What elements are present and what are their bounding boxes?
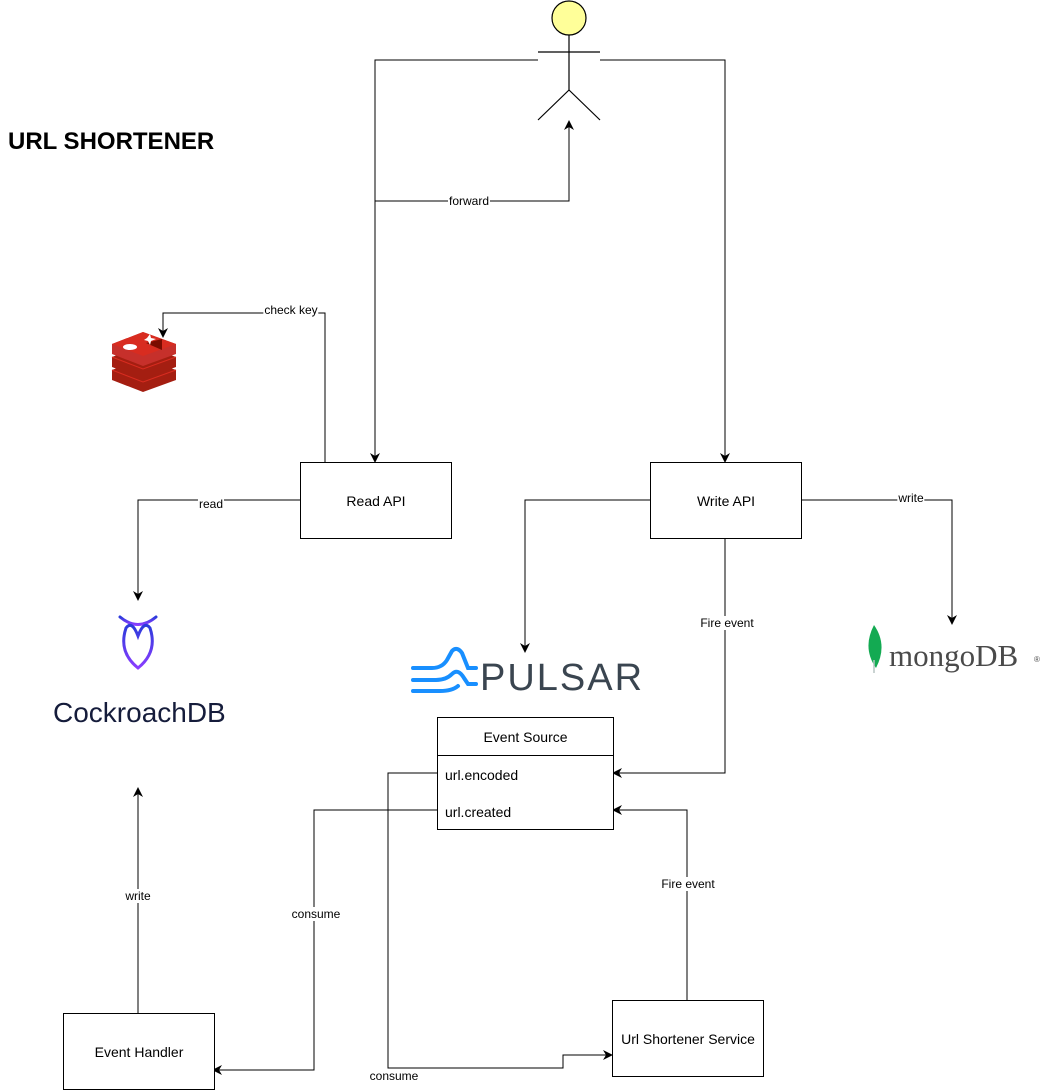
edge-label-consume-service: consume xyxy=(368,1069,420,1083)
edge-label-forward: forward xyxy=(447,194,491,208)
read-api-box[interactable]: Read API xyxy=(300,462,452,539)
mongodb-registered-mark: ® xyxy=(1034,655,1040,664)
mongodb-wordmark: mongoDB xyxy=(889,638,1018,673)
edge-write-api-to-pulsar xyxy=(520,499,650,653)
actor-head xyxy=(551,0,587,36)
topic-url-created[interactable]: url.created xyxy=(445,803,512,820)
edge-consume-service xyxy=(387,772,613,1069)
edge-fire-event-write xyxy=(612,537,726,778)
page-title: URL SHORTENER xyxy=(8,128,215,155)
edge-fire-event-service xyxy=(612,805,688,1000)
edge-label-write-cockroach: write xyxy=(124,889,152,903)
edge-check-key xyxy=(158,312,326,462)
read-api-label: Read API xyxy=(346,492,406,509)
actor-leg-right xyxy=(568,89,601,121)
edge-user-to-write-api xyxy=(600,59,730,463)
edge-read xyxy=(133,499,300,601)
edge-label-write-mongo: write xyxy=(897,491,925,505)
redis-icon xyxy=(111,332,177,392)
edge-label-read: read xyxy=(197,497,225,511)
cockroachdb-wordmark: CockroachDB xyxy=(53,697,226,728)
edge-label-fire-event-service: Fire event xyxy=(660,877,716,891)
edge-write-mongo xyxy=(800,499,957,625)
event-source-header: Event Source xyxy=(438,718,613,756)
user-actor xyxy=(537,0,601,121)
edge-user-to-read-api xyxy=(370,59,538,463)
edge-label-check-key: check key xyxy=(263,303,319,317)
url-shortener-service-label: Url Shortener Service xyxy=(621,1030,755,1047)
write-api-label: Write API xyxy=(696,492,756,509)
event-source-box[interactable]: Event Source url.encoded url.created xyxy=(437,717,614,830)
cockroachdb-icon xyxy=(118,615,158,670)
event-handler-box[interactable]: Event Handler xyxy=(63,1013,215,1090)
edge-consume-handler xyxy=(212,809,437,1075)
edge-forward xyxy=(375,120,574,202)
topic-url-encoded[interactable]: url.encoded xyxy=(445,766,519,783)
edge-label-fire-event-write: Fire event xyxy=(699,616,755,630)
mongodb-leaf-icon xyxy=(868,625,882,673)
url-shortener-service-box[interactable]: Url Shortener Service xyxy=(612,1000,764,1077)
write-api-box[interactable]: Write API xyxy=(650,462,802,539)
edge-label-consume-handler: consume xyxy=(290,907,342,921)
pulsar-icon xyxy=(411,646,478,693)
pulsar-wordmark: PULSAR xyxy=(480,657,644,699)
actor-leg-left xyxy=(537,89,570,121)
event-handler-label: Event Handler xyxy=(94,1043,184,1060)
